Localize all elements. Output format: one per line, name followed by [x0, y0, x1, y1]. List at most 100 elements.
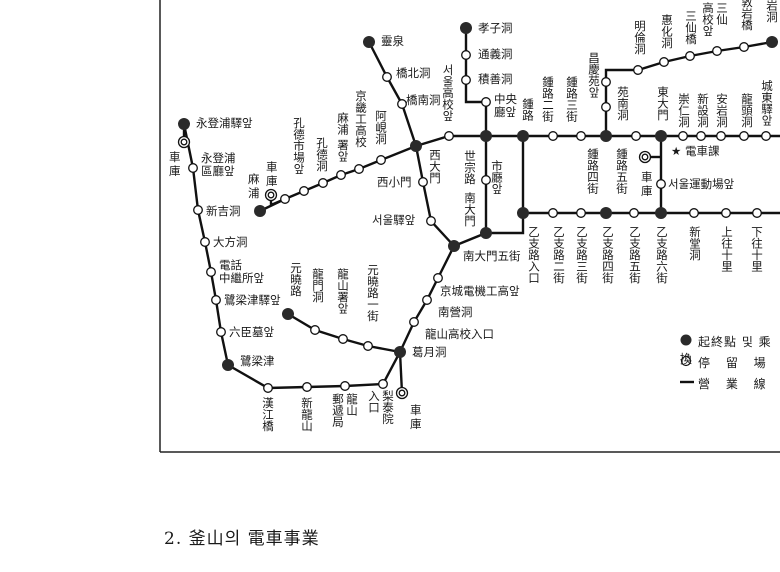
- station-label: 西大門: [428, 149, 442, 184]
- station-label: 乙支路四街: [601, 226, 615, 284]
- depot-label: 車 庫: [169, 150, 181, 178]
- terminal-marker: [766, 36, 778, 48]
- stop-marker: [418, 177, 428, 187]
- stop-marker: [409, 317, 419, 327]
- stop-marker: [363, 341, 373, 351]
- stop-marker: [310, 325, 320, 335]
- stop-marker: [739, 42, 749, 52]
- terminal-marker: [480, 130, 492, 142]
- legend-terminal-label: 起終點 및 乘換: [680, 333, 780, 367]
- stop-marker: [193, 205, 203, 215]
- stop-marker: [263, 383, 273, 393]
- station-label: 鍾路三街: [565, 76, 579, 122]
- station-label: 孔德市場앞: [292, 117, 306, 175]
- station-label: 龍頭洞: [740, 93, 754, 128]
- stop-marker: [338, 334, 348, 344]
- station-label: 中央 廳앞: [494, 92, 517, 119]
- station-label: 서울驛앞: [372, 213, 416, 227]
- stop-marker: [397, 99, 407, 109]
- terminal-marker: [448, 240, 460, 252]
- depot-icon-inner: [641, 153, 649, 161]
- station-label: 橋南洞: [406, 93, 441, 107]
- stop-marker: [426, 216, 436, 226]
- legend-terminal-text: 起終點 및 乘換: [680, 335, 772, 366]
- station-label: 葛月洞: [412, 345, 447, 359]
- stop-marker: [200, 237, 210, 247]
- stop-marker: [576, 208, 586, 218]
- stop-marker: [752, 208, 762, 218]
- stop-marker: [280, 194, 290, 204]
- station-label: 鍾路二街: [541, 76, 555, 122]
- station-label: 孝子洞: [478, 21, 513, 35]
- stop-marker: [601, 102, 611, 112]
- station-label: 南大門: [463, 192, 477, 227]
- station-label: 崇仁洞: [677, 93, 691, 128]
- stop-marker: [576, 131, 586, 141]
- station-label: 鍾路五街: [615, 148, 629, 194]
- stop-marker: [716, 131, 726, 141]
- station-label: 新吉洞: [206, 204, 241, 218]
- station-label: 서울高校앞: [441, 64, 455, 122]
- station-label: 惠化洞: [660, 14, 674, 49]
- station-label: 東大門: [656, 86, 670, 121]
- station-label: 六臣墓앞: [229, 325, 275, 339]
- stop-marker: [461, 75, 471, 85]
- station-label: 城東驛앞: [760, 80, 774, 126]
- station-label: 永登浦驛앞: [196, 116, 253, 130]
- depot-icon-inner: [398, 389, 406, 397]
- terminal-marker: [460, 22, 472, 34]
- station-label: 麻 浦: [248, 172, 260, 200]
- stop-marker: [340, 381, 350, 391]
- stop-marker: [633, 65, 643, 75]
- stop-marker: [696, 131, 706, 141]
- stop-marker: [444, 131, 454, 141]
- stop-marker: [354, 164, 364, 174]
- terminal-marker: [410, 140, 422, 152]
- station-label: 鍾路四街: [586, 148, 600, 194]
- stop-marker: [376, 155, 386, 165]
- stop-marker: [601, 77, 611, 87]
- station-label: 西小門: [377, 175, 412, 189]
- legend-symbols: [680, 334, 694, 384]
- depot-label: 車 庫: [266, 160, 278, 188]
- station-label: 鍾路: [521, 98, 535, 121]
- depot-icon-inner: [180, 138, 188, 146]
- station-label: 電話 中繼所앞: [219, 258, 265, 285]
- station-label: 漢江橋: [261, 397, 275, 432]
- station-label: 龍門洞: [311, 268, 325, 303]
- terminal-marker: [254, 205, 266, 217]
- stops: [188, 42, 771, 393]
- terminal-marker: [517, 207, 529, 219]
- station-label: 鷺梁津驛앞: [224, 293, 281, 307]
- depots: [177, 135, 652, 400]
- station-label: 梨泰院 入口: [367, 390, 395, 425]
- station-label: 京畿工高校: [354, 90, 368, 148]
- station-label: 大方洞: [213, 235, 248, 249]
- map-frame: [159, 0, 780, 453]
- stop-marker: [739, 131, 749, 141]
- terminal-marker: [655, 130, 667, 142]
- station-label: 鷺梁津: [240, 354, 275, 368]
- stop-marker: [548, 208, 558, 218]
- stop-marker: [656, 179, 666, 189]
- station-label: 靈泉: [381, 34, 404, 48]
- stop-marker: [461, 50, 471, 60]
- terminal-marker: [363, 36, 375, 48]
- station-label: 明倫洞: [633, 20, 647, 55]
- stop-marker: [302, 382, 312, 392]
- stop-marker: [629, 208, 639, 218]
- stop-marker: [206, 267, 216, 277]
- stop-marker: [433, 273, 443, 283]
- station-label: 世宗路: [463, 150, 477, 185]
- station-label: 下往十里: [750, 226, 764, 272]
- legend-line-label: 營 業 線: [680, 375, 772, 392]
- section-caption: 2. 釜山의 電車事業: [164, 529, 320, 549]
- station-label: 新堂洞: [688, 226, 702, 261]
- stop-marker: [382, 72, 392, 82]
- station-label: 南營洞: [438, 305, 473, 319]
- terminal-marker: [480, 227, 492, 239]
- station-label: 三仙橋: [684, 10, 698, 45]
- station-label: 安岩洞: [715, 93, 729, 128]
- station-label: 乙支路六街: [655, 226, 669, 284]
